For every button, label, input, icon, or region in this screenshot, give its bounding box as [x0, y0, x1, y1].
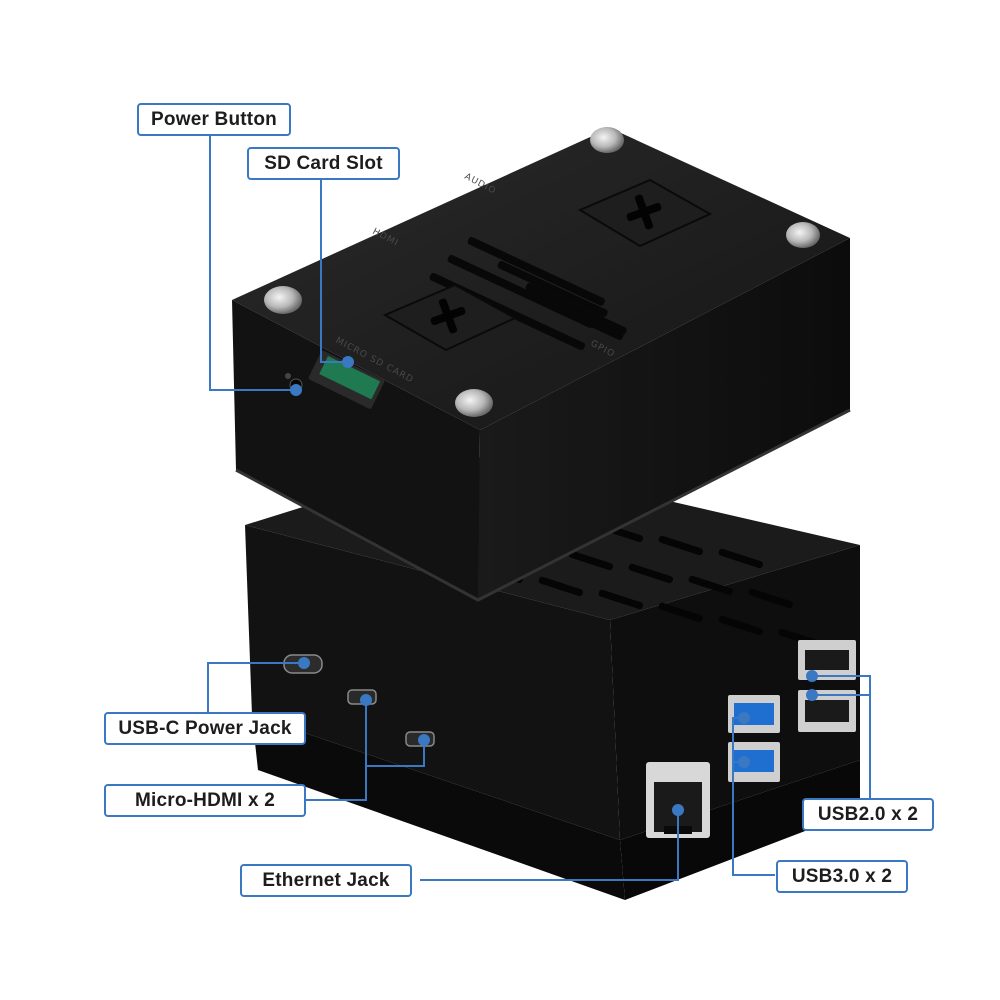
usb3-leader	[732, 717, 775, 876]
power-button-leader	[209, 134, 296, 391]
screw-4	[455, 389, 493, 417]
screw-2	[590, 127, 624, 153]
upper-case-right-face	[478, 238, 850, 600]
upper-case	[232, 128, 851, 602]
lower-case-bottom-right	[620, 760, 860, 900]
label-usb-c-power-jack: USB-C Power Jack	[104, 712, 306, 745]
screw-1	[264, 286, 302, 314]
leader-lines	[207, 134, 871, 881]
ethernet-leader	[420, 812, 679, 881]
lower-case	[245, 455, 860, 900]
upper-vent-slots	[429, 236, 627, 351]
label-usb2: USB2.0 x 2	[802, 798, 934, 831]
mount-pad-2	[577, 178, 713, 248]
label-sd-card-slot: SD Card Slot	[247, 147, 400, 180]
upper-case-top	[232, 128, 850, 430]
label-power-button: Power Button	[137, 103, 291, 136]
lower-case-left-face	[245, 525, 620, 840]
sd-card-slot	[308, 350, 385, 409]
label-ethernet-jack: Ethernet Jack	[240, 864, 412, 897]
sd-card-leader	[320, 178, 348, 363]
lower-case-bottom	[252, 715, 625, 900]
usb-c-leader	[207, 662, 304, 713]
usb2-leader	[812, 675, 871, 800]
case-screws	[264, 127, 820, 417]
label-usb3: USB3.0 x 2	[776, 860, 908, 893]
mount-pad-1	[382, 283, 518, 352]
label-micro-hdmi: Micro-HDMI x 2	[104, 784, 306, 817]
upper-case-left-face	[232, 300, 480, 600]
screw-3	[786, 222, 820, 248]
